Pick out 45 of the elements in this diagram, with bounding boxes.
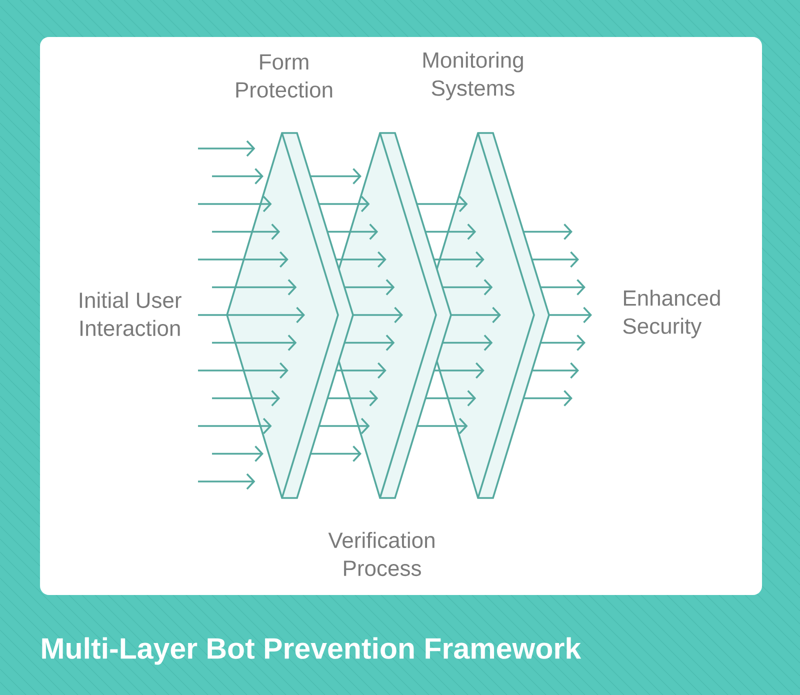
arrow	[442, 334, 493, 351]
arrow	[434, 251, 484, 268]
arrow	[198, 362, 288, 379]
text-label: Enhanced Security	[623, 290, 720, 338]
arrow	[540, 334, 586, 351]
layer-label: Monitoring Systems	[423, 52, 523, 100]
arrow	[523, 224, 572, 240]
arrow	[344, 279, 395, 296]
arrow	[532, 362, 579, 379]
arrow	[212, 168, 264, 184]
layer-label: Verification Process	[328, 532, 434, 576]
arrow	[212, 334, 297, 351]
arrow	[353, 306, 403, 324]
arrow	[416, 196, 468, 212]
arrow	[532, 251, 579, 268]
text-label: Initial User Interaction	[80, 292, 182, 336]
arrow	[425, 390, 476, 406]
arrow	[425, 224, 476, 240]
arrow	[523, 390, 572, 406]
layer-label: Form Protection	[236, 54, 332, 98]
arrow	[318, 196, 370, 212]
arrow	[198, 196, 272, 212]
arrow	[198, 418, 272, 434]
arrow	[198, 251, 288, 268]
arrow	[540, 279, 586, 296]
arrow	[198, 473, 256, 490]
arrow	[451, 306, 501, 324]
arrow	[310, 168, 362, 184]
arrow	[310, 446, 362, 462]
arrow	[344, 334, 395, 351]
arrow	[318, 418, 370, 434]
arrow	[198, 306, 305, 324]
arrow	[212, 279, 297, 296]
arrow	[442, 279, 493, 296]
arrow	[212, 390, 280, 406]
arrow	[416, 418, 468, 434]
arrow	[212, 446, 264, 462]
arrow	[336, 251, 386, 268]
arrow	[336, 362, 386, 379]
arrow	[327, 224, 378, 240]
title: Multi-Layer Bot Prevention Framework	[42, 637, 582, 665]
arrow	[327, 390, 378, 406]
arrow	[212, 224, 280, 240]
arrow	[434, 362, 484, 379]
arrow	[198, 140, 256, 157]
